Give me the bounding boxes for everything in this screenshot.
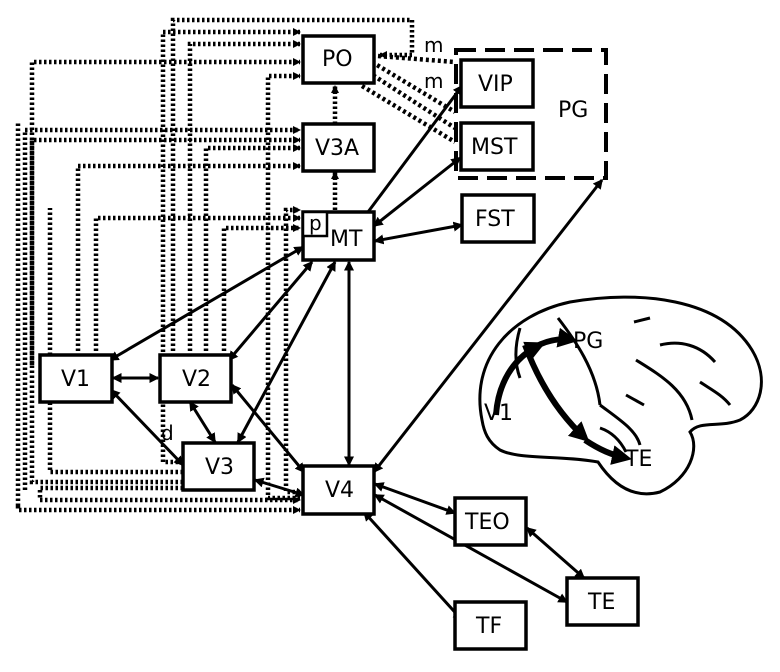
conn-teo-te [525, 526, 586, 580]
brain-sulcus-2 [599, 403, 642, 446]
conn-v4-tf [362, 510, 464, 622]
area-v2-label: V2 [182, 367, 211, 392]
brain-illustration: PG V1 TE [478, 295, 763, 496]
conn-v1-v3 [109, 388, 185, 467]
area-v4: V4 [301, 464, 376, 516]
dotted-v1-v4 [15, 506, 301, 514]
area-mst-label: MST [471, 135, 518, 160]
conn-v4-teo [373, 482, 457, 515]
area-v4-label: V4 [325, 478, 354, 503]
dotted-v1-po [29, 58, 301, 365]
area-mt-p-subbox [301, 210, 329, 238]
area-teo-label: TEO [464, 510, 510, 535]
area-v2: V2 [158, 353, 233, 404]
area-mt: p MT [301, 210, 376, 262]
area-v3a-label: V3A [315, 136, 359, 161]
conn-v3-v4 [253, 477, 306, 498]
dotted-v3-v3a [29, 136, 301, 485]
solid-connections [108, 84, 604, 622]
brain-sulcus-8 [625, 393, 645, 407]
area-mt-label: MT [330, 227, 363, 252]
brain-sulcus-7 [633, 316, 651, 324]
dotted-v2-po [187, 40, 301, 356]
area-v3a: V3A [301, 122, 376, 173]
brain-label-te: TE [624, 447, 652, 472]
area-tf-label: TF [475, 614, 502, 639]
brain-arrow-pg [528, 327, 578, 353]
area-v3-label: V3 [205, 455, 234, 480]
annotation-m-lower: m [424, 69, 443, 93]
area-teo: TEO [453, 496, 528, 547]
conn-v3-mt [236, 260, 337, 444]
area-v1: V1 [38, 353, 114, 404]
area-vip-label: VIP [478, 72, 513, 97]
area-fst: FST [460, 193, 536, 244]
area-po-label: PO [322, 47, 353, 72]
area-fst-label: FST [475, 207, 515, 232]
dotted-v2-po-top [170, 17, 415, 356]
dotted-v2-mt [221, 224, 301, 356]
brain-label-v1: V1 [484, 401, 513, 426]
brain-arrow-v1-te [522, 343, 590, 443]
dotted-po-vip-a [377, 53, 456, 65]
area-v1-label: V1 [61, 367, 90, 392]
area-mst: MST [459, 121, 535, 172]
area-te-label: TE [587, 590, 615, 615]
dotted-v1-mt-2 [93, 214, 301, 356]
brain-sulcus-6 [514, 327, 522, 379]
brain-arrow-te [583, 437, 632, 465]
dotted-v1-mt [75, 162, 301, 356]
area-v3: V3 [181, 441, 256, 492]
annotation-d: d [161, 421, 174, 445]
area-tf: TF [453, 600, 528, 651]
pg-region [454, 48, 608, 180]
area-te: TE [565, 576, 640, 627]
dotted-v1-v3a [22, 126, 301, 490]
brain-label-pg: PG [573, 329, 603, 354]
conn-mt-fst [373, 221, 464, 245]
dotted-v3-v4 [37, 485, 301, 504]
brain-sulcus-1 [556, 317, 602, 406]
brain-sulcus-3 [635, 358, 694, 421]
area-vip: VIP [459, 58, 535, 109]
pg-label: PG [558, 98, 588, 123]
brain-sulcus-4 [659, 341, 717, 364]
conn-v2-v3 [188, 400, 217, 444]
area-po: PO [301, 34, 376, 85]
dotted-po-vip-b [370, 60, 457, 114]
conn-v4-pg [372, 178, 604, 474]
area-mt-p-label: p [309, 211, 322, 235]
conn-v2-mt [227, 260, 314, 362]
dotted-v4-po [265, 72, 301, 501]
conn-mt-mst [372, 156, 462, 228]
dotted-po-mst-a [366, 70, 457, 130]
dotted-connections [15, 17, 457, 514]
dotted-po-mst-b [360, 84, 457, 144]
brain-sulcus-5 [699, 380, 732, 406]
annotation-m-upper: m [424, 33, 443, 57]
